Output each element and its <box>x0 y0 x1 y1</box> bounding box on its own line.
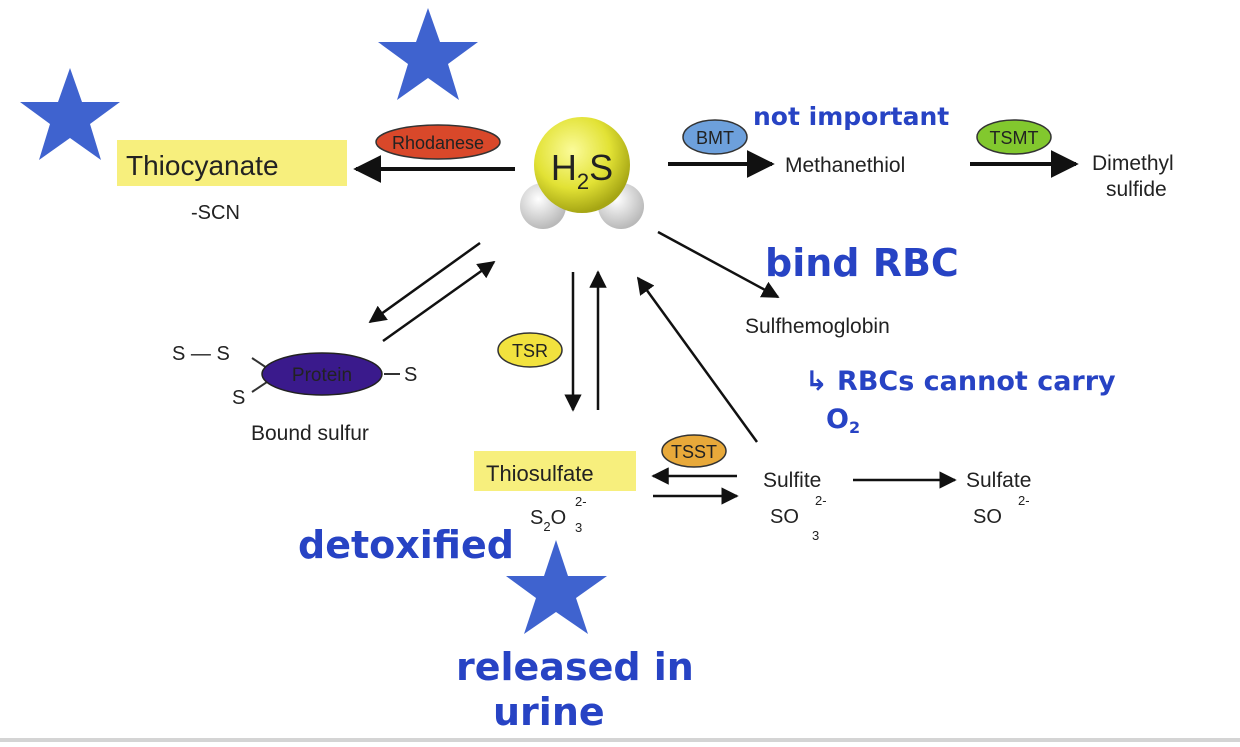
enzyme-tsst-label: TSST <box>671 442 717 462</box>
svg-text:2-: 2- <box>815 493 827 508</box>
enzyme-tsmt: TSMT <box>976 119 1052 155</box>
svg-text:3: 3 <box>812 528 819 543</box>
thiocyanate-label: Thiocyanate <box>126 150 279 181</box>
sulfite-label: Sulfite <box>763 469 821 492</box>
arrow-h2s-to-protein <box>368 241 481 324</box>
h2s-molecule: H2S <box>520 117 644 229</box>
annotation-detoxified: detoxified <box>298 523 514 567</box>
arrow-h2s-to-sulfhemoglobin <box>657 230 780 299</box>
dimethyl-label: Dimethyl <box>1092 152 1174 175</box>
s-right: S <box>404 364 417 386</box>
bound-sulfur-label: Bound sulfur <box>251 422 369 445</box>
thiocyanate-highlight <box>117 140 347 186</box>
bottom-divider <box>0 738 1240 742</box>
thiosulfate-formula: S2O 2- 3 <box>530 494 587 535</box>
protein-label: Protein <box>292 365 352 386</box>
annotation-released-in: released in <box>456 645 694 689</box>
sulfide-label: sulfide <box>1106 178 1167 201</box>
enzyme-tsmt-label: TSMT <box>990 128 1039 148</box>
annotation-not-important: not important <box>753 102 949 131</box>
thiosulfate-highlight <box>474 451 636 491</box>
methanethiol-label: Methanethiol <box>785 154 905 177</box>
scn-label: -SCN <box>191 202 240 224</box>
sulfate-formula: SO 2- <box>973 493 1030 528</box>
sulfate-label: Sulfate <box>966 469 1031 492</box>
svg-text:S2O: S2O <box>530 507 566 534</box>
sulfite-formula: SO 2- 3 <box>770 493 827 543</box>
arrow-sulfite-to-h2s <box>636 276 759 443</box>
sulfhemoglobin-label: Sulfhemoglobin <box>745 315 890 338</box>
enzyme-tsr-label: TSR <box>512 341 548 361</box>
s-s-chain: S — S <box>172 343 230 365</box>
enzyme-rhodanese-label: Rhodanese <box>392 133 484 153</box>
svg-text:SO: SO <box>973 506 1002 528</box>
svg-text:SO: SO <box>770 506 799 528</box>
enzyme-rhodanese: Rhodanese <box>375 124 501 160</box>
s-left: S <box>232 387 245 409</box>
arrow-protein-to-h2s <box>382 260 496 343</box>
annotation-o2: O2 <box>826 404 860 437</box>
svg-text:H2S: H2S <box>551 147 613 194</box>
enzyme-tsr: TSR <box>497 332 563 368</box>
svg-text:2-: 2- <box>1018 493 1030 508</box>
star-icon <box>506 540 607 634</box>
svg-text:3: 3 <box>575 520 582 535</box>
svg-text:2-: 2- <box>575 494 587 509</box>
enzyme-tsst: TSST <box>661 434 727 468</box>
star-icon <box>378 8 478 100</box>
annotation-rbcs-cannot-carry: ↳ RBCs cannot carry <box>805 366 1116 397</box>
enzyme-bmt: BMT <box>682 119 748 155</box>
enzyme-bmt-label: BMT <box>696 128 734 148</box>
annotation-urine: urine <box>493 690 605 734</box>
thiosulfate-label: Thiosulfate <box>486 461 594 486</box>
star-icon <box>20 68 120 160</box>
protein-bound-sulfur: Protein S — S S S <box>172 343 417 409</box>
annotation-bind-rbc: bind RBC <box>765 241 959 285</box>
